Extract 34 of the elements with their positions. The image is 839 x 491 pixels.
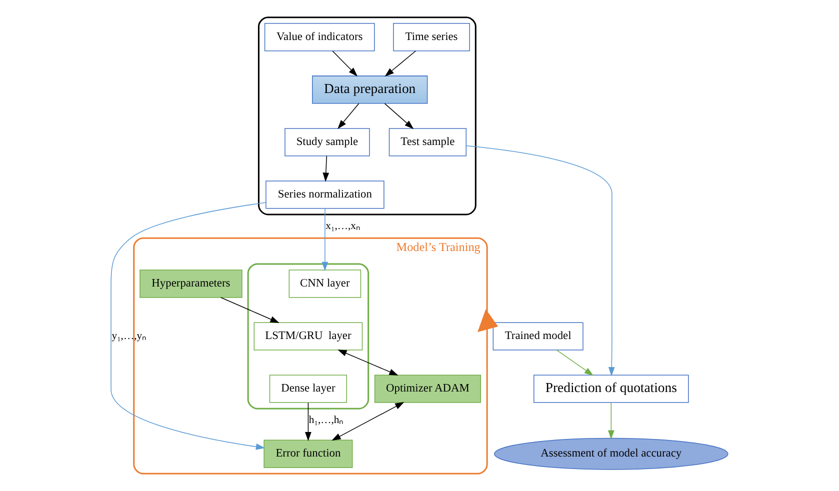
arrow: [338, 350, 398, 376]
arrow: [556, 350, 594, 376]
node-box: Prediction of quotations: [534, 374, 689, 403]
cluster: [258, 16, 476, 216]
arrow: [608, 402, 614, 440]
node-box: Test sample: [388, 128, 467, 156]
node-box: Study sample: [284, 128, 370, 156]
node-box: Error function: [264, 440, 353, 468]
arrow: [384, 50, 416, 77]
node-box: Series normalization: [266, 180, 384, 209]
arrow: [322, 208, 328, 271]
node-ellipse: Assessment of model accuracy: [494, 438, 728, 470]
node-box: Trained model: [492, 322, 584, 350]
node-box: Dense layer: [269, 374, 348, 403]
node-box: Data preparation: [312, 76, 428, 104]
arrow: [332, 50, 358, 76]
node-box: Time series: [393, 23, 470, 52]
arrow: [478, 309, 498, 332]
arrow: [110, 202, 266, 450]
node-box: Optimizer ADAM: [374, 374, 481, 403]
arrow: [332, 402, 404, 441]
arrow: [466, 145, 615, 376]
node-box: LSTM/GRU layer: [254, 322, 363, 350]
node-box: Value of indicators: [264, 23, 375, 52]
arrow: [384, 103, 414, 130]
arrow: [338, 103, 360, 130]
cluster: [247, 263, 370, 410]
node-box: Hyperparameters: [140, 270, 242, 298]
edge-label: x₁,…,xₙ: [326, 221, 360, 232]
arrow: [322, 156, 330, 182]
node-box: CNN layer: [288, 270, 362, 298]
arrow: [305, 402, 312, 442]
arrow: [220, 297, 280, 323]
edge-label: h₁,…,hₙ: [308, 415, 344, 426]
